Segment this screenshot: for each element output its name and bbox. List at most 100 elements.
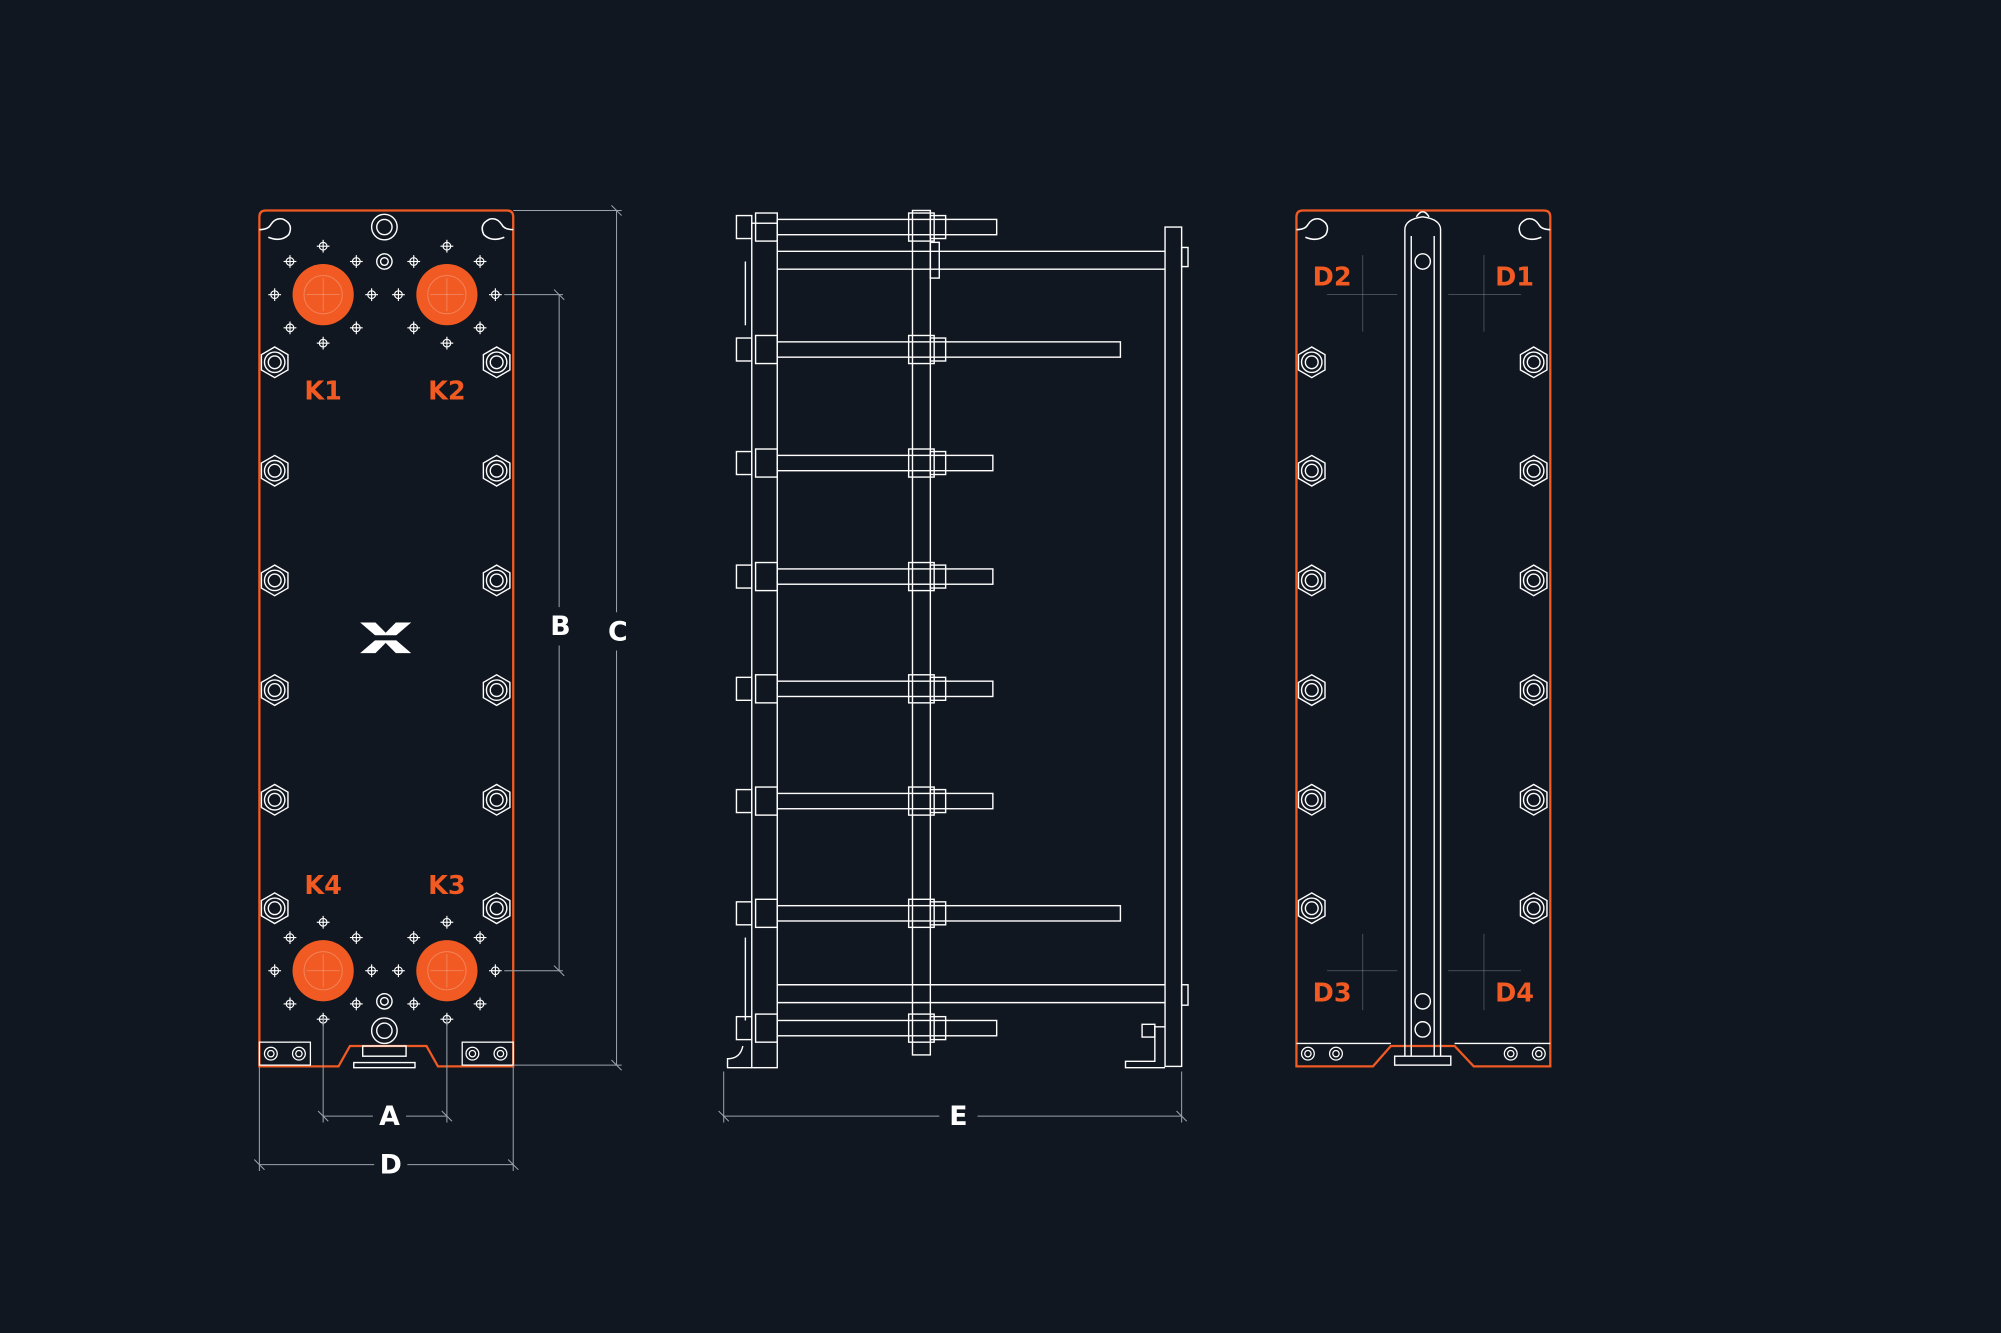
flange-hole-22 (283, 997, 297, 1011)
label-d2: D2 (1313, 263, 1352, 293)
label-k3: K3 (428, 871, 466, 901)
front-plate-outline (258, 209, 515, 1068)
rear-notch-right (1518, 218, 1551, 241)
rear-bolt-left-1 (1297, 454, 1326, 487)
frame-foot (726, 1045, 752, 1069)
bolt-left-3 (260, 673, 289, 707)
rear-bolt-left-3 (1297, 673, 1326, 707)
flange-hole-11 (488, 288, 502, 302)
flange-hole-8 (440, 239, 454, 253)
flange-hole-30 (407, 997, 421, 1011)
bolt-left-1 (260, 454, 289, 487)
dimension-label-e: E (949, 1101, 967, 1132)
pressure-plate (911, 209, 932, 1056)
bolt-left-5 (260, 892, 289, 925)
front-view: K1 K2 K3 K4 (253, 205, 628, 1181)
bolt-right-0 (482, 346, 511, 379)
tightening-bolts (260, 346, 511, 925)
flange-hole-3 (365, 288, 379, 302)
rear-bolt-right-4 (1519, 783, 1548, 816)
rod-1 (735, 334, 1122, 365)
rear-bolt-left-2 (1297, 564, 1326, 597)
flange-hole-1 (316, 336, 330, 350)
rear-foot-bolts (1296, 1042, 1551, 1061)
flange-hole-2 (268, 288, 282, 302)
dimension-label-d: D (380, 1150, 402, 1181)
bolt-right-2 (482, 564, 511, 597)
rear-bolt-right-1 (1519, 454, 1548, 487)
flange-hole-14 (407, 321, 421, 335)
dimension-line-e (718, 1071, 1188, 1123)
flange-hole-9 (440, 336, 454, 350)
flange-hole-28 (407, 931, 421, 944)
bolt-left-0 (260, 346, 289, 379)
flange-hole-4 (283, 255, 297, 268)
port-k4 (292, 940, 354, 1002)
flange-hole-26 (392, 964, 405, 978)
rear-tightening-bolts (1297, 346, 1548, 925)
label-d3: D3 (1313, 978, 1352, 1008)
column-bracket-bottom (1180, 984, 1189, 1006)
rear-notch-left (1296, 218, 1329, 241)
dimension-label-b: B (550, 611, 570, 642)
flange-hole-12 (407, 255, 421, 268)
rear-bolt-left-5 (1297, 892, 1326, 925)
front-notch-right (481, 218, 514, 241)
rod-2 (735, 448, 994, 478)
flange-hole-0 (316, 239, 330, 253)
rear-center-beam (1393, 211, 1452, 1066)
guide-bar-bolt-bottom (353, 992, 416, 1069)
dimension-lines-front (258, 209, 622, 1171)
flange-hole-29 (473, 931, 487, 944)
flange-hole-6 (283, 321, 297, 335)
rear-bolt-right-0 (1519, 346, 1548, 379)
flange-hole-13 (473, 255, 487, 268)
column-foot-bolt (1141, 1023, 1156, 1038)
label-d1: D1 (1495, 263, 1534, 293)
bolt-right-3 (482, 673, 511, 707)
rear-bolt-right-5 (1519, 892, 1548, 925)
dimension-ticks-front (253, 205, 623, 1171)
flange-hole-5 (349, 255, 363, 268)
label-d4: D4 (1495, 978, 1534, 1008)
flange-hole-23 (349, 997, 363, 1011)
rod-4 (735, 674, 994, 704)
flange-hole-31 (473, 997, 487, 1011)
flange-hole-21 (349, 931, 363, 944)
bolt-right-4 (482, 783, 511, 816)
rod-6 (735, 898, 1122, 929)
bolt-right-5 (482, 892, 511, 925)
rod-7 (735, 1013, 998, 1043)
front-notch-left (259, 218, 292, 241)
port-k2 (416, 264, 478, 326)
bolt-left-2 (260, 564, 289, 597)
flange-hole-16 (316, 915, 330, 929)
flange-hole-18 (268, 964, 282, 978)
bolt-right-1 (482, 454, 511, 487)
column-bracket-top (1180, 246, 1189, 268)
rod-3 (735, 561, 994, 592)
dimension-label-c: C (608, 616, 628, 647)
flange-hole-10 (392, 288, 405, 302)
bolt-left-4 (260, 783, 289, 816)
flange-hole-20 (283, 931, 297, 944)
rear-plate-outline (1295, 209, 1552, 1068)
label-k2: K2 (428, 376, 466, 406)
tightening-rods (735, 212, 1122, 1043)
flange-hole-7 (349, 321, 363, 335)
rear-port-crosshairs (1327, 255, 1521, 1011)
port-k3 (416, 940, 478, 1002)
column-foot (1124, 1026, 1166, 1069)
rear-bolt-right-2 (1519, 564, 1548, 597)
fixed-frame-plate (751, 222, 778, 1069)
rod-5 (735, 786, 994, 816)
rear-bolt-left-4 (1297, 783, 1326, 816)
flange-hole-15 (473, 321, 487, 335)
rear-bolt-left-0 (1297, 346, 1326, 379)
flange-hole-19 (365, 964, 379, 978)
roller-bracket (929, 241, 940, 279)
dimension-label-a: A (379, 1101, 400, 1132)
brand-logo-icon (360, 622, 412, 654)
label-k4: K4 (304, 871, 342, 901)
